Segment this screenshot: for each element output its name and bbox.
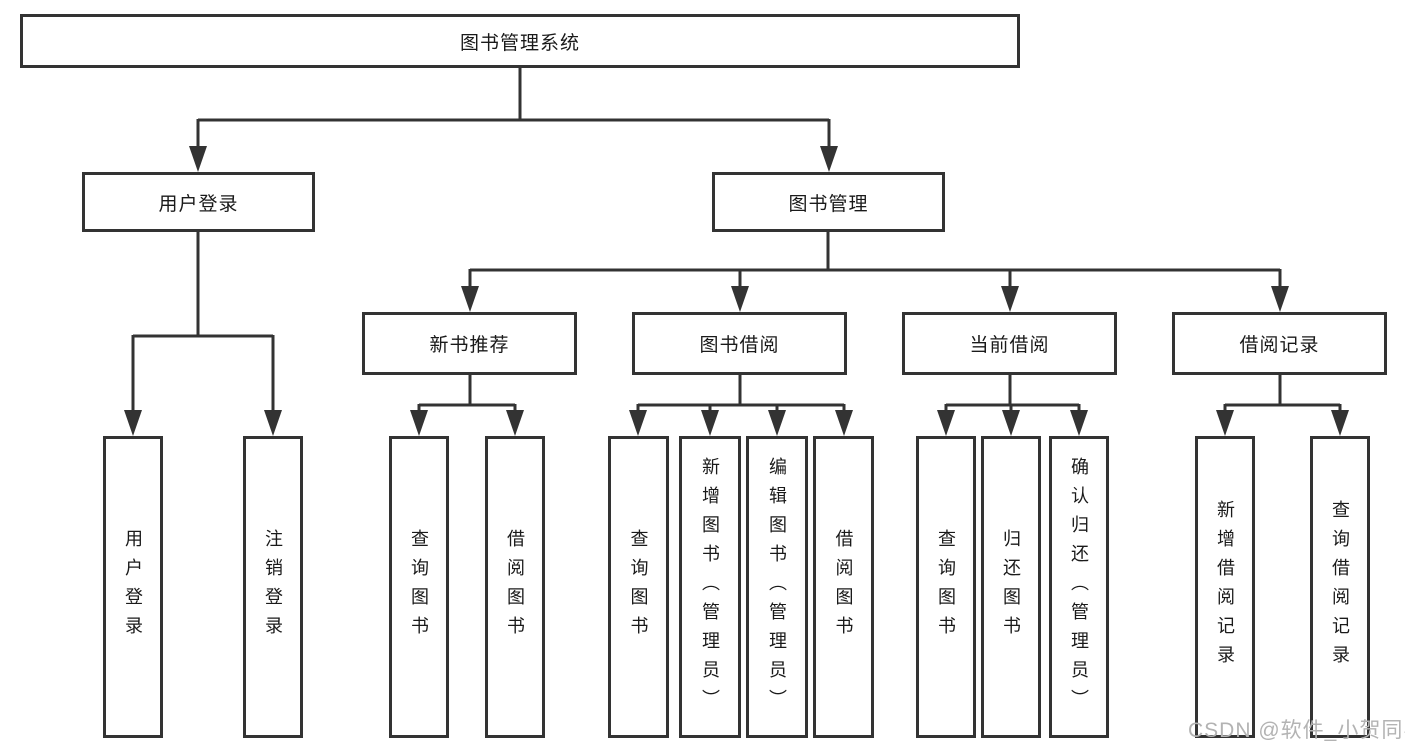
- node-user-login: 用户登录: [82, 172, 315, 232]
- node-root-system: 图书管理系统: [20, 14, 1020, 68]
- leaf-label: 借阅图书: [505, 529, 525, 645]
- leaf-query-borrow-record: 查询借阅记录: [1310, 436, 1370, 738]
- node-label: 新书推荐: [429, 335, 510, 356]
- arrowhead-icons: [124, 146, 1349, 436]
- node-label: 借阅记录: [1239, 335, 1320, 356]
- leaf-label: 查询图书: [628, 529, 649, 645]
- leaf-label: 查询借阅记录: [1330, 500, 1350, 674]
- leaf-label: 注销登录: [263, 529, 283, 645]
- leaf-query-books-recommend: 查询图书: [389, 436, 449, 738]
- csdn-watermark: CSDN @软件_小贺同学: [1188, 719, 1405, 742]
- leaf-label: 查询图书: [936, 529, 956, 645]
- leaf-label: 确认归还（管理员）: [1069, 456, 1089, 718]
- leaf-label: 新增图书（管理员）: [700, 456, 720, 718]
- leaf-label: 归还图书: [1001, 529, 1021, 645]
- leaf-query-books-borrow: 查询图书: [608, 436, 669, 738]
- leaf-add-books-admin: 新增图书（管理员）: [679, 436, 741, 738]
- leaf-edit-books-admin: 编辑图书（管理员）: [746, 436, 808, 738]
- node-label: 图书借阅: [699, 335, 780, 356]
- leaf-label: 用户登录: [123, 529, 143, 645]
- node-label: 图书管理: [788, 193, 869, 215]
- leaf-logout: 注销登录: [243, 436, 303, 738]
- leaf-label: 查询图书: [409, 529, 429, 645]
- leaf-label: 新增借阅记录: [1215, 500, 1235, 674]
- node-label: 当前借阅: [969, 335, 1050, 356]
- leaf-borrow-books-recommend: 借阅图书: [485, 436, 545, 738]
- leaf-label: 编辑图书（管理员）: [767, 456, 787, 718]
- leaf-label: 借阅图书: [833, 529, 854, 645]
- node-book-management: 图书管理: [712, 172, 945, 232]
- node-current-borrow: 当前借阅: [902, 312, 1117, 375]
- node-book-borrow: 图书借阅: [632, 312, 847, 375]
- leaf-borrow-books: 借阅图书: [813, 436, 874, 738]
- leaf-confirm-return-admin: 确认归还（管理员）: [1049, 436, 1109, 738]
- node-label: 用户登录: [158, 193, 239, 215]
- node-root-label: 图书管理系统: [459, 32, 580, 54]
- leaf-query-books-current: 查询图书: [916, 436, 976, 738]
- leaf-user-login: 用户登录: [103, 436, 163, 738]
- node-borrow-records: 借阅记录: [1172, 312, 1387, 375]
- leaf-return-books: 归还图书: [981, 436, 1041, 738]
- node-new-book-recommend: 新书推荐: [362, 312, 577, 375]
- leaf-add-borrow-record: 新增借阅记录: [1195, 436, 1255, 738]
